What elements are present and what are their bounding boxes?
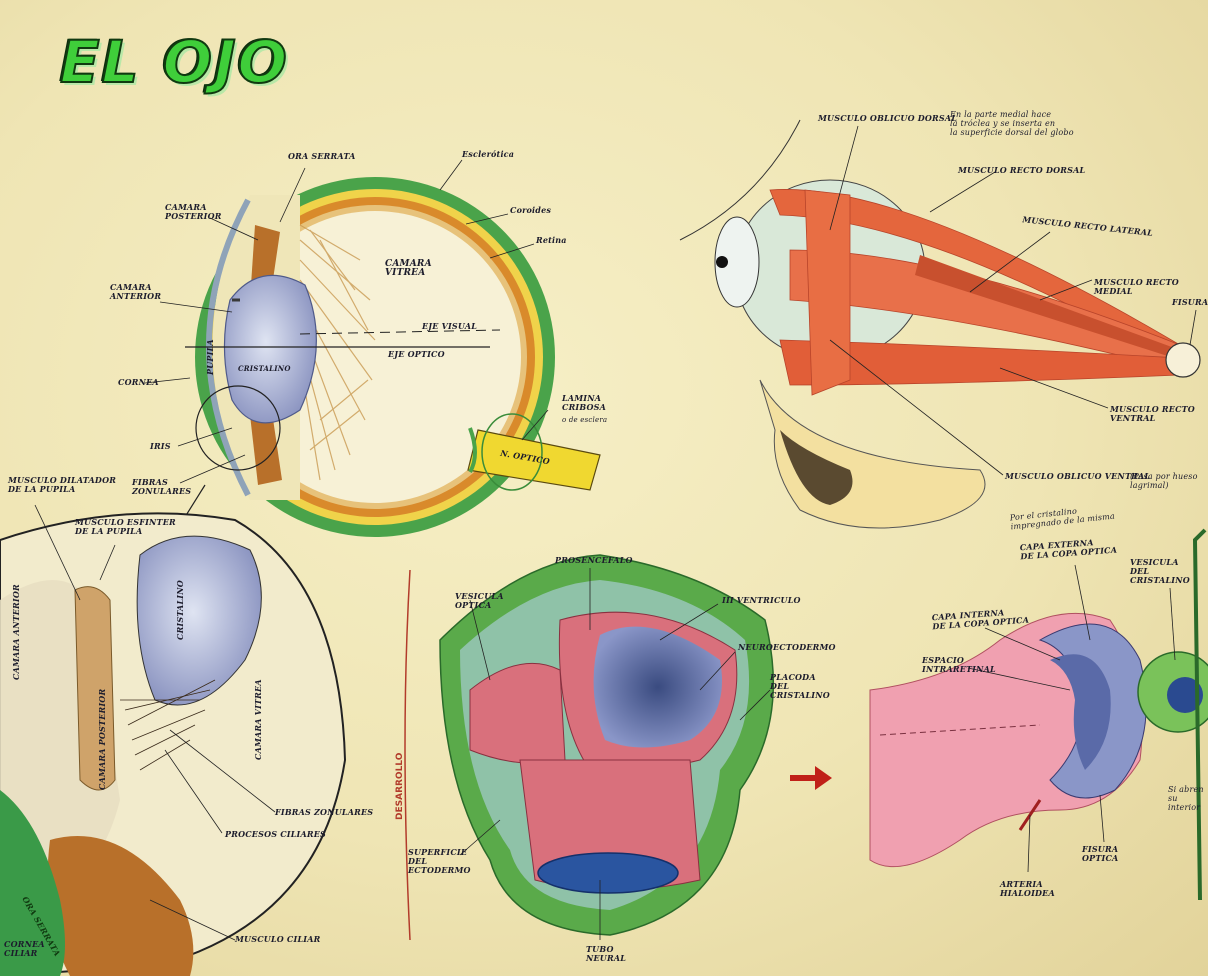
label-inferior-rectus: MUSCULO RECTO VENTRAL [1110,405,1208,423]
label-third-ventricle: III VENTRICULO [722,596,801,605]
label-detail-anterior-chamber: CAMARA ANTERIOR [12,584,21,680]
label-lens-placode: PLACODA DEL CRISTALINO [770,673,830,700]
label-fissure: FISURA [1172,298,1208,307]
development-label: DESARROLLO [395,753,405,820]
label-lens: CRISTALINO [238,364,291,373]
label-posterior-chamber: CAMARA POSTERIOR [165,203,222,221]
label-anterior-chamber: CAMARA ANTERIOR [110,283,161,301]
label-neuroectoderm: NEUROECTODERMO [738,643,836,652]
label-detail-lens: CRISTALINO [176,580,185,640]
label-cornea: CORNEA [118,378,159,387]
neural-tube-lumen [538,853,678,893]
label-medial-rectus: MUSCULO RECTO MEDIAL [1094,278,1208,296]
label-cribrosa-note: o de esclera [562,416,607,425]
optic-foramen [1166,343,1200,377]
label-ora-serrata: ORA SERRATA [288,152,355,161]
label-hyaloid-artery: ARTERIA HIALOIDEA [1000,880,1055,898]
label-cribrosa: LAMINA CRIBOSA [562,394,606,412]
iris-detail [75,587,115,790]
label-corona: CORNEA CILIAR [4,940,45,958]
label-sclera: Esclerótica [462,150,514,159]
embryo-development [405,555,773,940]
label-superior-rectus: MUSCULO RECTO DORSAL [958,166,1085,175]
label-optic-fissure: FISURA OPTICA [1082,845,1118,863]
label-optic-axis: EJE OPTICO [388,350,445,359]
label-detail-vitreous: CAMARA VITREA [254,679,263,760]
label-visual-axis: EJE VISUAL [422,322,477,331]
label-iris: IRIS [150,442,171,451]
label-sphincter: MUSCULO ESFINTER DE LA PUPILA [75,518,176,536]
label-prosencephalon: PROSENCEFALO [555,556,633,565]
extraocular-muscles [680,120,1200,528]
label-detail-posterior-chamber: CAMARA POSTERIOR [98,689,107,790]
label-dilator: MUSCULO DILATADOR DE LA PUPILA [8,476,116,494]
label-retina: Retina [536,236,567,245]
label-inferior-oblique: MUSCULO OBLICUO VENTRAL [1005,472,1150,481]
development-bracket [405,570,410,940]
superior-oblique-muscle [805,190,850,395]
label-zonular-fibers: FIBRAS ZONULARES [132,478,191,496]
ciliary-detail [0,505,345,976]
label-optic-vesicle: VESICULA OPTICA [455,592,504,610]
label-choroid: Coroides [510,206,551,215]
label-inferior-oblique-note: (Pasa por hueso lagrimal) [1130,472,1208,490]
label-intraretinal-space: ESPACIO INTRARETINAL [922,656,996,674]
label-ciliary-fibers: FIBRAS ZONULARES [275,808,373,817]
label-superior-oblique: MUSCULO OBLICUO DORSAL [818,114,957,123]
label-right-edge-note: Si abren su interior [1168,785,1208,812]
label-ciliary-muscle: MUSCULO CILIAR [235,935,320,944]
label-pupil: PUPILA [206,339,215,375]
label-lens-vesicle: VESICULA DEL CRISTALINO [1130,558,1190,585]
label-ectoderm-surface: SUPERFICIE DEL ECTODERMO [408,848,471,875]
label-neural-tube: TUBO NEURAL [586,945,626,963]
optic-cup [870,530,1208,900]
label-ciliary-processes: PROCESOS CILIARES [225,830,326,839]
label-superior-oblique-note: En la parte medial hace la tróclea y se … [950,110,1074,137]
label-vitreous-chamber: CAMARA VITREA [385,260,432,278]
arrow-shape [790,766,832,790]
